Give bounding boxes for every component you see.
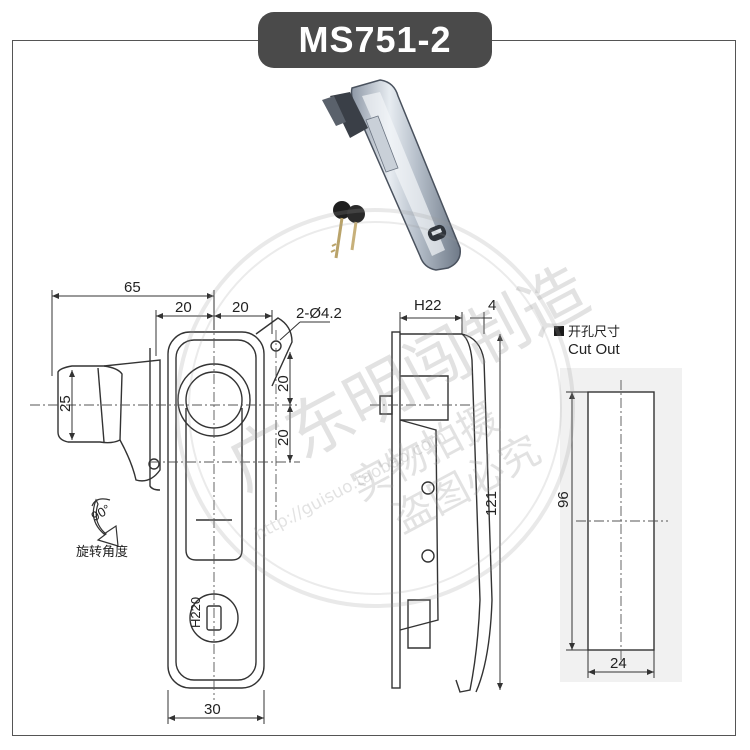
dim-body-width: 30 [204,701,221,718]
keys-icon [330,201,365,259]
dim-overall-width: 65 [124,279,141,296]
key-code: H220 [188,597,203,628]
model-title-badge: MS751-2 [258,12,492,68]
side-dimension-lines [399,312,503,690]
dim-right-half: 20 [232,299,249,316]
dim-vertical-lower: 20 [275,429,292,446]
dim-cam-height: 25 [57,395,74,412]
dim-h: H22 [414,297,442,314]
dim-thickness: 4 [488,297,496,314]
dim-left-half: 20 [175,299,192,316]
centerlines-front [30,320,300,700]
dim-hole: 2-Ø4.2 [296,305,342,322]
front-dimension-lines [51,290,330,724]
dim-cutout-width: 24 [610,655,627,672]
centerlines-cutout [576,380,668,664]
dim-side-height: 121 [483,491,500,516]
handle-photo [322,79,461,271]
cutout-dimension-lines [566,391,655,678]
cutout-label-cn: 开孔尺寸 [568,324,620,339]
dim-vertical-upper: 20 [275,375,292,392]
side-view [379,331,493,693]
cutout-marker-icon [554,326,564,336]
cutout-label-en: Cut Out [568,341,621,358]
rotation-arrow-icon [91,498,119,547]
model-title: MS751-2 [298,19,452,60]
rotation-label: 旋转角度 [76,544,128,559]
dim-cutout-height: 96 [555,491,572,508]
